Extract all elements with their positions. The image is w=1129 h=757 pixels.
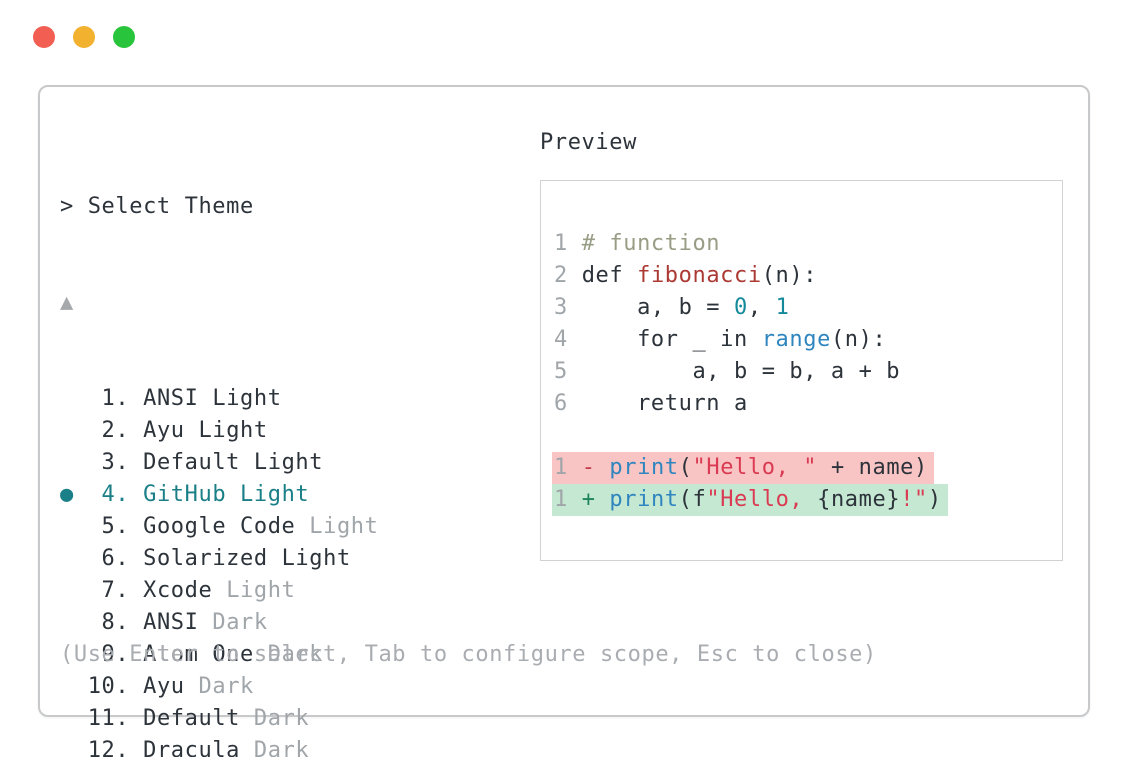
theme-number: 4. [87,482,144,507]
theme-name: Default [143,450,241,475]
theme-name: Xcode [143,578,213,603]
theme-variant: Dark [212,610,268,635]
theme-list-item[interactable]: 2. Ayu Light [60,415,378,447]
code-line: 2 def fibonacci(n): [554,263,818,288]
preview-title: Preview [540,130,637,155]
theme-list-item[interactable]: 11. Default Dark [60,703,378,735]
keyboard-hint: (Use Enter to select, Tab to configure s… [60,642,877,667]
code-line: 5 a, b = b, a + b [554,359,901,384]
theme-picker: > Select Theme ▲ 1. ANSI Light 2. Ayu Li… [60,127,378,757]
theme-variant: Light [240,482,310,507]
code-line: 3 a, b = 0, 1 [554,295,790,320]
app-window: > Select Theme ▲ 1. ANSI Light 2. Ayu Li… [38,85,1090,757]
code-line: 1 # function [554,231,721,256]
maximize-button[interactable] [113,26,135,48]
theme-name: Dracula [143,738,241,757]
theme-number: 7. [87,578,144,603]
theme-name: Ayu [143,418,185,443]
theme-name: GitHub [143,482,227,507]
theme-list-item[interactable]: 10. Ayu Dark [60,671,378,703]
theme-variant: Light [226,578,296,603]
theme-variant: Dark [253,738,310,757]
theme-variant: Light [212,386,282,411]
theme-name: Solarized [143,546,268,571]
theme-list-item[interactable]: 12. Dracula Dark [60,735,378,757]
theme-name: ANSI [143,610,199,635]
theme-name: Ayu [143,674,185,699]
theme-list-item[interactable]: 1. ANSI Light [60,383,378,415]
theme-variant: Light [309,514,379,539]
theme-variant: Light [253,450,324,475]
theme-variant: Light [198,418,268,443]
theme-number: 6. [87,546,144,571]
theme-variant: Dark [253,706,310,731]
theme-list-item[interactable]: 7. Xcode Light [60,575,378,607]
theme-number: 11. [87,706,144,731]
code-line: 1 - print("Hello, " + name) [552,452,948,484]
theme-number: 1. [87,386,144,411]
theme-number: 5. [87,514,144,539]
minimize-button[interactable] [73,26,95,48]
select-theme-prompt: > Select Theme [60,194,254,219]
theme-number: 8. [87,610,144,635]
theme-name: ANSI [143,386,199,411]
traffic-lights [33,26,135,48]
theme-list: 1. ANSI Light 2. Ayu Light 3. Default Li… [60,383,378,757]
theme-variant: Dark [267,642,324,667]
theme-number: 2. [87,418,144,443]
theme-list-item[interactable]: 8. ANSI Dark [60,607,378,639]
theme-name: Google Code [143,514,296,539]
theme-number: 12. [87,738,144,757]
theme-number: 3. [87,450,144,475]
theme-list-item[interactable]: 3. Default Light [60,447,378,479]
theme-name: Atom One [143,642,254,667]
scroll-up-indicator[interactable]: ▲ [60,290,74,315]
code-line: 1 + print(f"Hello, {name}!") [552,484,948,516]
theme-list-item[interactable]: 5. Google Code Light [60,511,378,543]
code-line: 4 for _ in range(n): [554,327,887,352]
theme-number: 9. [87,642,144,667]
code-preview: 1 # function 2 def fibonacci(n): 3 a, b = … [552,228,948,516]
code-line: 6 return a [554,391,748,416]
theme-name: Default [143,706,241,731]
diff-added-line: 1 + print(f"Hello, {name}!") [552,484,948,516]
theme-variant: Dark [198,674,254,699]
theme-number: 10. [87,674,144,699]
selected-dot-icon: ● [60,482,88,507]
preview-panel: 1 # function 2 def fibonacci(n): 3 a, b = … [540,180,1063,561]
close-button[interactable] [33,26,55,48]
theme-list-item[interactable]: ● 4. GitHub Light [60,479,378,511]
theme-list-item[interactable]: 6. Solarized Light [60,543,378,575]
diff-removed-line: 1 - print("Hello, " + name) [552,452,934,484]
theme-list-item[interactable]: 9. Atom One Dark [60,639,378,671]
code-line [554,420,948,452]
theme-variant: Light [281,546,351,571]
